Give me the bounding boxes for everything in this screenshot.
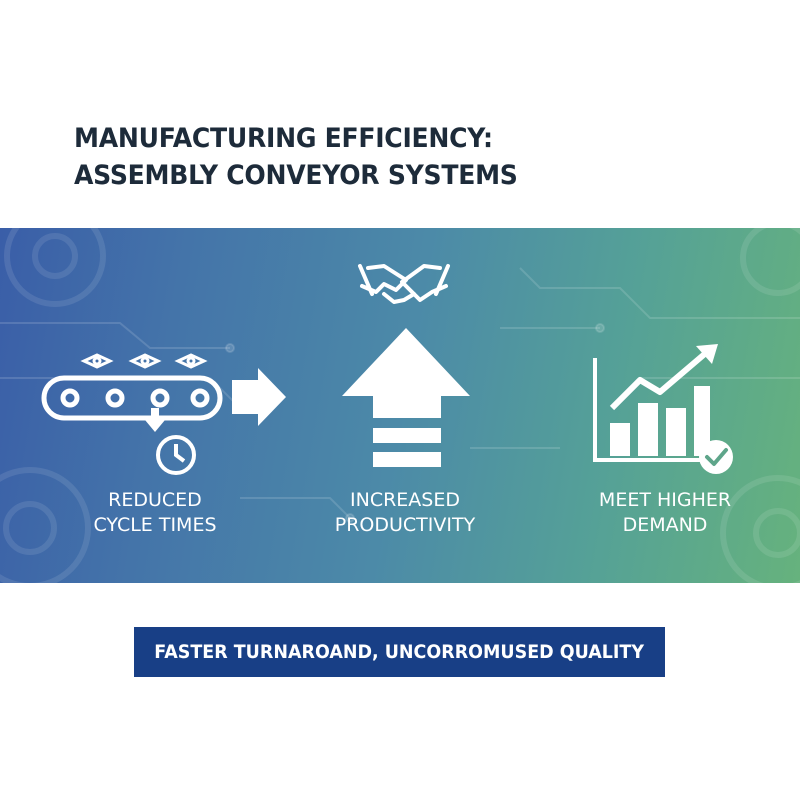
feature-label-cycle-times: REDUCED CYCLE TIMES [70, 488, 240, 538]
checkmark-icon [699, 440, 733, 474]
feature-label-line: REDUCED [108, 489, 202, 511]
circuit-lines [0, 267, 800, 523]
feature-label-line: CYCLE TIMES [93, 514, 217, 536]
feature-label-productivity: INCREASED PRODUCTIVITY [320, 488, 490, 538]
handshake-icon [358, 264, 450, 304]
gear-icon [740, 228, 800, 296]
feature-label-demand: MEET HIGHER DEMAND [580, 488, 750, 538]
title-line-1: MANUFACTURING EFFICIENCY: [74, 123, 493, 154]
feature-label-line: PRODUCTIVITY [334, 514, 476, 536]
feature-label-line: MEET HIGHER [598, 489, 732, 511]
up-arrow-icon [342, 328, 470, 467]
conveyor-belt-icon [41, 375, 223, 421]
part-icon [80, 353, 208, 369]
title-line-2: ASSEMBLY CONVEYOR SYSTEMS [74, 160, 518, 191]
down-arrow-icon [145, 408, 165, 432]
gear-icon [4, 228, 106, 307]
feature-graphics [0, 228, 800, 583]
page-title: MANUFACTURING EFFICIENCY: ASSEMBLY CONVE… [74, 120, 688, 194]
background-decoration [0, 228, 800, 583]
right-arrow-icon [232, 368, 286, 426]
tagline-text: FASTER TURNAROAND, UNCORROMUSED QUALITY [154, 641, 645, 663]
feature-label-line: INCREASED [350, 489, 460, 511]
gear-icon [0, 467, 91, 583]
feature-band: REDUCED CYCLE TIMES INCREASED PRODUCTIVI… [0, 228, 800, 583]
clock-icon [156, 435, 196, 475]
gear-icon [720, 475, 800, 583]
tagline-banner: FASTER TURNAROAND, UNCORROMUSED QUALITY [134, 627, 665, 677]
trend-arrow-icon [609, 344, 718, 411]
bar-chart-icon [593, 358, 710, 462]
feature-label-line: DEMAND [622, 514, 708, 536]
